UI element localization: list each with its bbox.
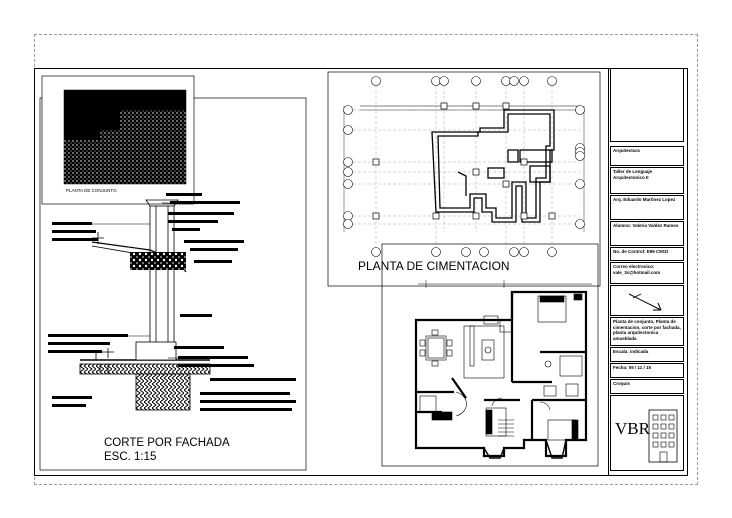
conjunto-label: PLANTA DE CONJUNTO [66, 188, 117, 193]
title-block-cell-7: Planta de conjunto, Planta de cimentacio… [610, 317, 684, 346]
title-block-cell-1: Taller de Lenguaje Arquitectonico II [610, 167, 684, 194]
title-block-blank-top [610, 68, 684, 142]
title-block-cell-10: Croquis [610, 379, 684, 394]
north-arrow-cell [610, 285, 684, 316]
title-block-cell-5: Correo electronico: vale_3c@hotmail.com [610, 262, 684, 284]
title-block-cell-2: Arq. Eduardo Martinez Lopez [610, 195, 684, 220]
wall-section [79, 199, 211, 411]
logo-cell: VBR [610, 395, 684, 471]
north-arrow-icon [628, 293, 662, 311]
drawing-frame [34, 68, 688, 476]
annotation-bars [48, 193, 296, 411]
corte-scale: ESC. 1:15 [104, 451, 156, 463]
leader-lines [92, 202, 178, 359]
corte-title: CORTE POR FACHADA [104, 437, 230, 449]
planta-arquitectonica [381, 243, 599, 467]
planta-cimentacion: PLANTA DE CIMENTACION [327, 71, 601, 287]
cimentacion-label: PLANTA DE CIMENTACION [358, 259, 510, 273]
title-block-cell-4: No. de Control: E99 C9SO [610, 247, 684, 261]
title-block-cell-9: Fecha: 05 / 11 / 15 [610, 363, 684, 378]
building-icon [648, 409, 678, 463]
title-block-cell-3: Alumno: Valeria Valdez Ramos [610, 221, 684, 246]
corte-panel [39, 75, 307, 471]
planta-conjunto [41, 75, 195, 205]
title-block [608, 68, 688, 476]
title-block-cell-0: Arquitectura [610, 146, 684, 166]
title-block-cell-8: Escala: indicada [610, 347, 684, 362]
